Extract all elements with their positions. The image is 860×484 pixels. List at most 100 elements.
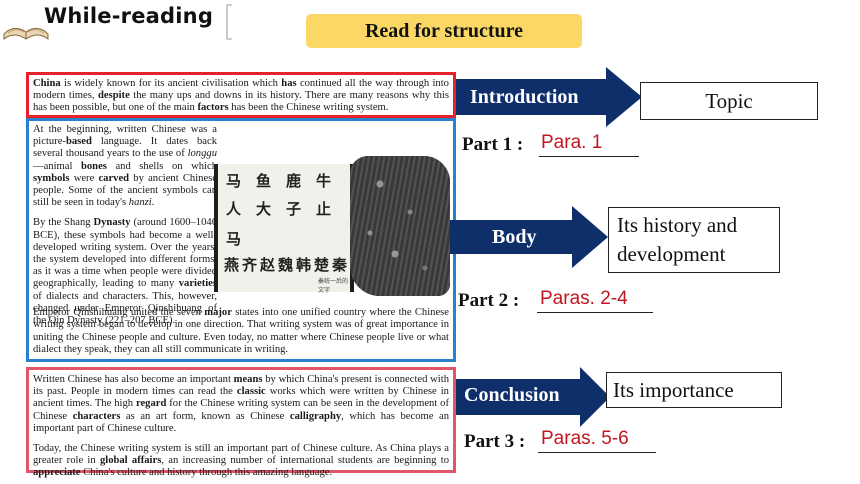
text-run: means (233, 374, 263, 385)
glyph: 齐 (242, 256, 258, 274)
paragraph-3: By the Shang Dynasty (around 1600–1046 B… (33, 217, 217, 327)
text-run: carved (98, 172, 130, 184)
text-run: Dynasty (93, 217, 131, 229)
paragraphs-5-6-box: Written Chinese has also become an impor… (26, 367, 456, 478)
text-run: , which has become an important part of … (33, 410, 450, 434)
glyph: 止 (316, 200, 332, 218)
text-run: factors (197, 102, 229, 114)
glyph: 鹿 (286, 172, 302, 190)
body-arrow (450, 206, 608, 268)
part-2-label: Part 2 : (458, 290, 520, 311)
part-3-label: Part 3 : (464, 431, 526, 452)
glyph: 牛 (316, 172, 332, 190)
part-1-blank (539, 156, 639, 157)
paragraph-5: Written Chinese has also become an impor… (33, 374, 449, 435)
text-run: works which were written by Chinese in a… (33, 386, 449, 410)
part-1-answer: Para. 1 (541, 132, 603, 153)
text-run: At the beginning, written Chinese was a … (33, 124, 217, 148)
glyph: 魏 (278, 256, 294, 274)
text-run: of dialects and characters. This, howeve… (33, 290, 217, 327)
text-run: continued all the way through into moder… (33, 78, 449, 102)
section-title: While-reading (44, 4, 214, 28)
part-2-blank (537, 312, 653, 313)
glyph: 子 (286, 200, 302, 218)
text-run: states into one unified country where th… (33, 307, 449, 355)
text-run: By the Shang (33, 217, 94, 229)
part-2-answer: Paras. 2-4 (540, 288, 628, 309)
section-tab: While-reading (0, 0, 232, 46)
text-run: and shells on which (106, 160, 217, 172)
text-run: major (204, 307, 232, 319)
text-run: varieties (178, 278, 217, 290)
paragraphs-2-4-box: At the beginning, written Chinese was a … (26, 118, 456, 362)
part-3-blank (538, 452, 656, 453)
topic-box: Topic (640, 82, 818, 120)
text-run: by ancient Chinese people. Some of the a… (33, 172, 217, 209)
conclusion-label: Conclusion (464, 384, 560, 406)
text-run: were (69, 172, 99, 184)
body-label: Body (492, 226, 537, 248)
conclusion-arrow (456, 367, 610, 427)
text-run: China's culture and history through this… (80, 467, 333, 479)
text-run: has been the Chinese writing system. (228, 102, 389, 114)
text-run: . (151, 197, 155, 209)
scroll-caption: 秦统一后的文字 (318, 278, 349, 294)
text-run: , an increasing number of international … (161, 455, 449, 467)
part-1-label: Part 1 : (462, 134, 524, 155)
oracle-bone-illustration: 马 鱼 鹿 牛 人 大 子 止 马 燕 齐 赵 魏 韩 楚 秦 秦统一后的文字 (214, 156, 450, 298)
text-run: is widely known for its ancient civilisa… (60, 78, 282, 89)
text-run: China (33, 78, 61, 89)
paragraph-2-text: At the beginning, written Chinese was a … (33, 124, 217, 208)
open-book-icon (3, 28, 49, 41)
text-run: as an art form, known as Chinese (120, 410, 290, 422)
glyph: 燕 (224, 256, 240, 274)
text-run: hanzi (128, 197, 152, 209)
glyph: 秦 (332, 256, 348, 274)
oracle-bone-rubbing (350, 156, 450, 296)
importance-box: Its importance (606, 372, 782, 408)
glyph: 人 (226, 200, 242, 218)
glyph: 楚 (314, 256, 330, 274)
paragraph-2: At the beginning, written Chinese was a … (33, 124, 217, 209)
text-run: calligraphy (289, 410, 342, 422)
introduction-arrow (456, 67, 642, 127)
text-run: based (65, 136, 92, 148)
text-run: (around 1600–1046 BCE), these symbols ha… (33, 217, 217, 290)
text-run: —animal (33, 160, 81, 172)
text-run: characters (72, 410, 121, 422)
text-run: bones (80, 160, 107, 172)
text-run: appreciate (33, 467, 81, 479)
introduction-label: Introduction (470, 86, 579, 108)
paragraph-1-box: China is widely known for its ancient ci… (26, 72, 456, 118)
text-run: regard (135, 398, 167, 410)
glyph: 韩 (296, 256, 312, 274)
task-banner: Read for structure (306, 14, 582, 48)
paragraph-4: Emperor Qinshihuang united the seven maj… (33, 307, 449, 356)
text-run: symbols (33, 172, 70, 184)
text-run: language. It dates back several thousand… (33, 136, 217, 160)
glyph: 赵 (260, 256, 276, 274)
glyph: 马 (226, 172, 242, 190)
paragraph-2-3-column (31, 134, 217, 306)
text-run: Today, the Chinese writing system is sti… (33, 443, 449, 467)
glyph: 马 (226, 230, 242, 248)
text-run: classic (236, 386, 266, 398)
text-run: the many ups and downs in its history. T… (33, 90, 449, 114)
glyph: 大 (256, 200, 272, 218)
text-run: Written Chinese has also become an impor… (33, 374, 234, 385)
text-run: has (281, 78, 297, 89)
glyph: 鱼 (256, 172, 272, 190)
history-box-line-2: development (617, 242, 726, 266)
text-run: despite (97, 90, 130, 102)
history-box-line-1: Its history and (617, 213, 738, 237)
paragraph-1: China is widely known for its ancient ci… (33, 78, 449, 115)
text-run: longgu (187, 148, 217, 160)
text-run: by which China's present is connected wi… (33, 374, 449, 398)
history-box: Its history and development (608, 207, 780, 273)
tab-bracket (226, 4, 232, 40)
left-column: By the Shang Dynasty (around 1600–1046 B… (33, 217, 217, 327)
text-run: Emperor Qinshihuang united the seven (33, 307, 205, 319)
text-run: global affairs (99, 455, 162, 467)
text-run: for the Chinese writing system can be se… (33, 398, 449, 422)
character-scroll: 马 鱼 鹿 牛 人 大 子 止 马 燕 齐 赵 魏 韩 楚 秦 秦统一后的文字 (214, 164, 354, 294)
